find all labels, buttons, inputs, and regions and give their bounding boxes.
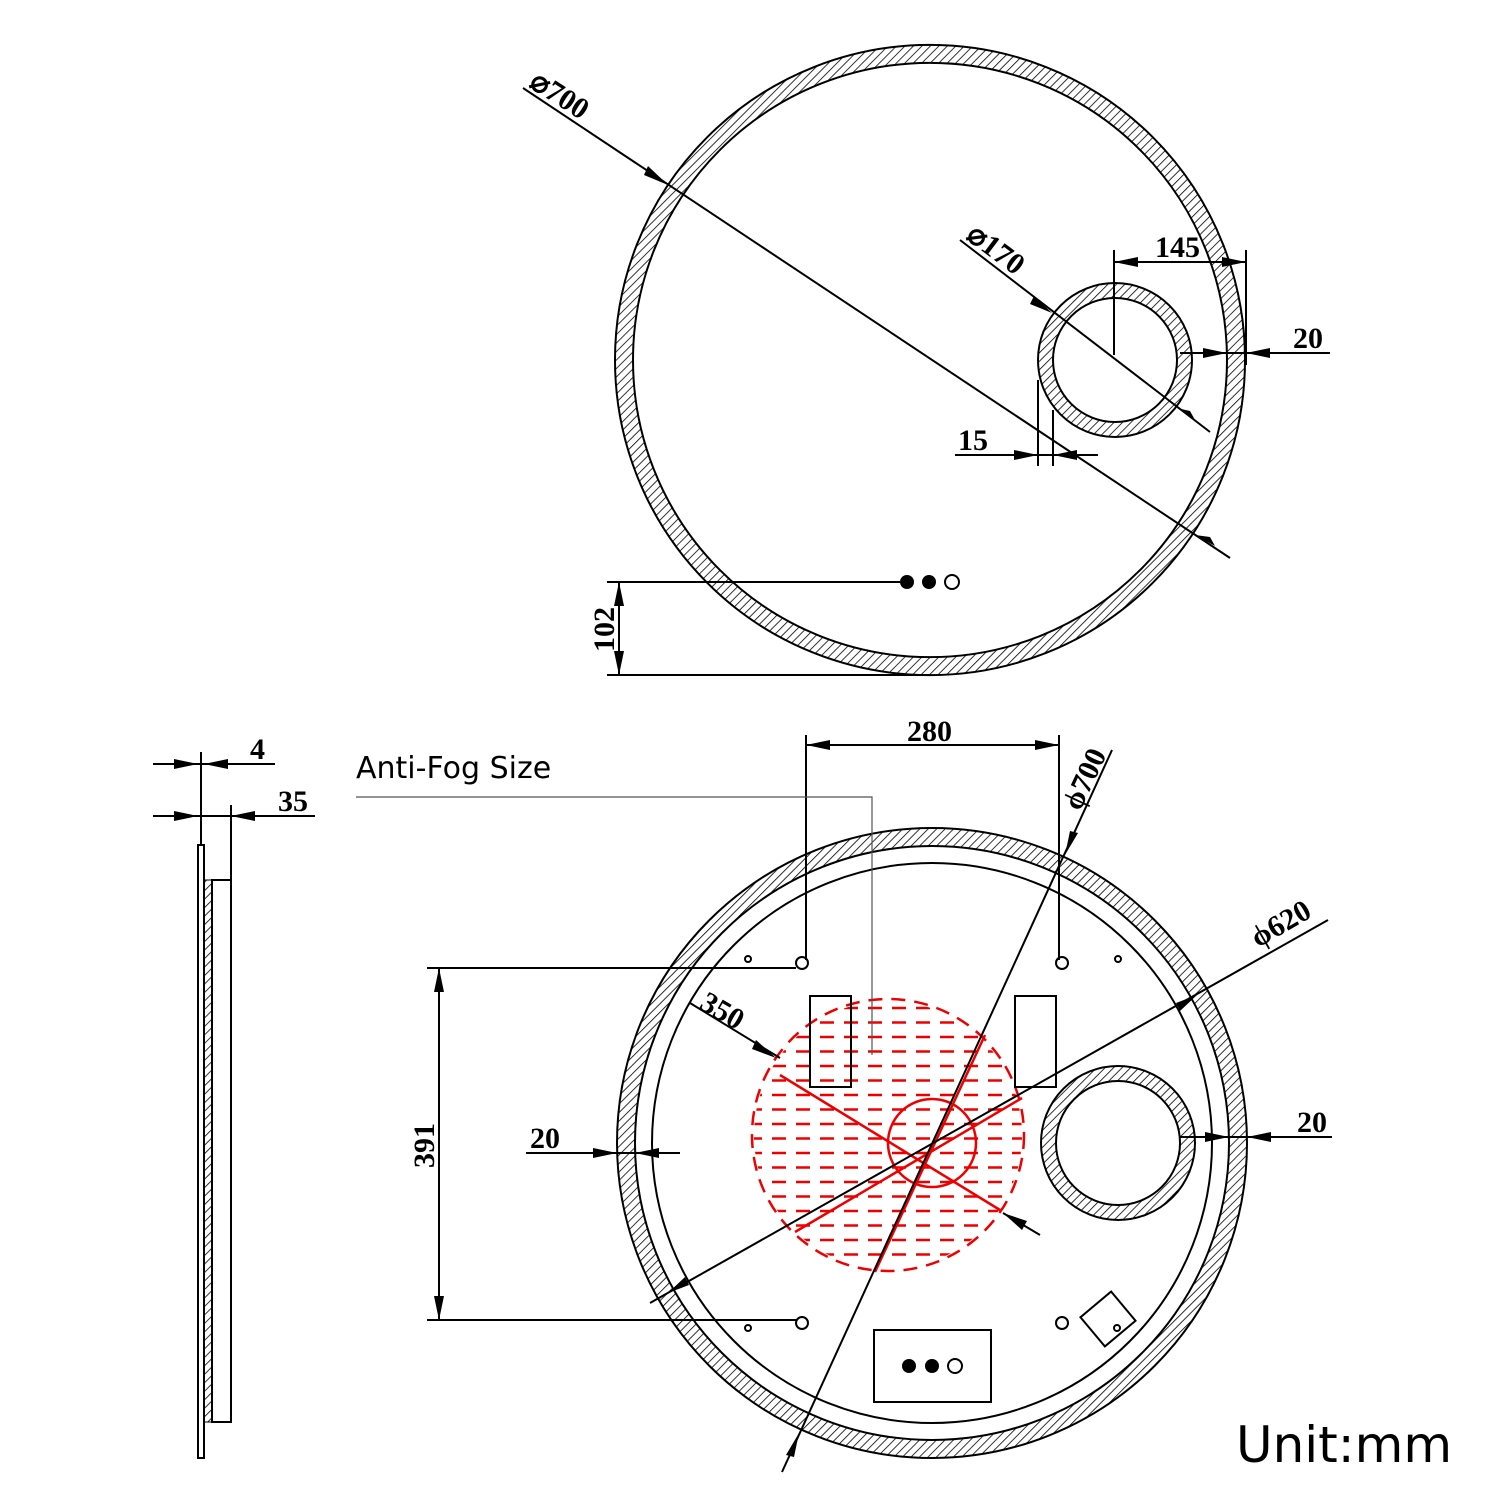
back-view: 280 ϕ700 ϕ620 350 20 20 391 Anti-Fog Siz… <box>356 715 1332 1473</box>
front-view: ⌀700 ⌀170 145 20 15 102 <box>522 44 1330 676</box>
back-inner-circle <box>651 862 1213 1424</box>
back-brightness-button-icon <box>902 1359 916 1373</box>
power-button-icon <box>944 574 960 590</box>
front-touch-buttons <box>900 574 960 590</box>
bracket-vertical-label: 391 <box>408 1123 441 1168</box>
side-view: 4 35 <box>153 733 315 1459</box>
small-mirror-diameter-label: ⌀170 <box>961 217 1031 281</box>
outer-diameter-label: ϕ700 <box>1056 743 1113 815</box>
unit-label: Unit:mm <box>1236 1416 1452 1474</box>
back-small-mirror-ring <box>1039 1065 1197 1221</box>
antifog-diameter-label: 350 <box>695 985 750 1036</box>
side-frame <box>211 879 232 1423</box>
back-color-temp-button-icon <box>925 1359 939 1373</box>
bracket-spacing-label: 280 <box>907 715 952 748</box>
antifog-pad <box>750 997 1026 1273</box>
front-diameter-label: ⌀700 <box>524 64 595 126</box>
edge-gap-label: 20 <box>1293 322 1323 355</box>
side-led-strip <box>203 879 213 1423</box>
left-gap-label: 20 <box>530 1122 560 1155</box>
depth-label: 35 <box>278 785 308 818</box>
antifog-label: Anti-Fog Size <box>356 751 551 786</box>
back-power-button-icon <box>947 1358 963 1374</box>
power-box <box>1079 1290 1137 1348</box>
offset-label: 145 <box>1155 231 1200 264</box>
inner-diameter-label: ϕ620 <box>1245 894 1317 954</box>
glass-thickness-label: 4 <box>250 733 265 766</box>
button-height-label: 102 <box>588 607 621 652</box>
back-outer-ring <box>615 827 1249 1459</box>
brightness-button-icon <box>900 575 914 589</box>
mounting-brackets <box>744 955 1122 1332</box>
color-temp-button-icon <box>922 575 936 589</box>
control-panel-box <box>873 1329 992 1403</box>
side-glass <box>197 844 205 1459</box>
right-gap-label: 20 <box>1297 1106 1327 1139</box>
ring-width-label: 15 <box>958 424 988 457</box>
front-small-mirror-ring <box>1036 282 1194 438</box>
